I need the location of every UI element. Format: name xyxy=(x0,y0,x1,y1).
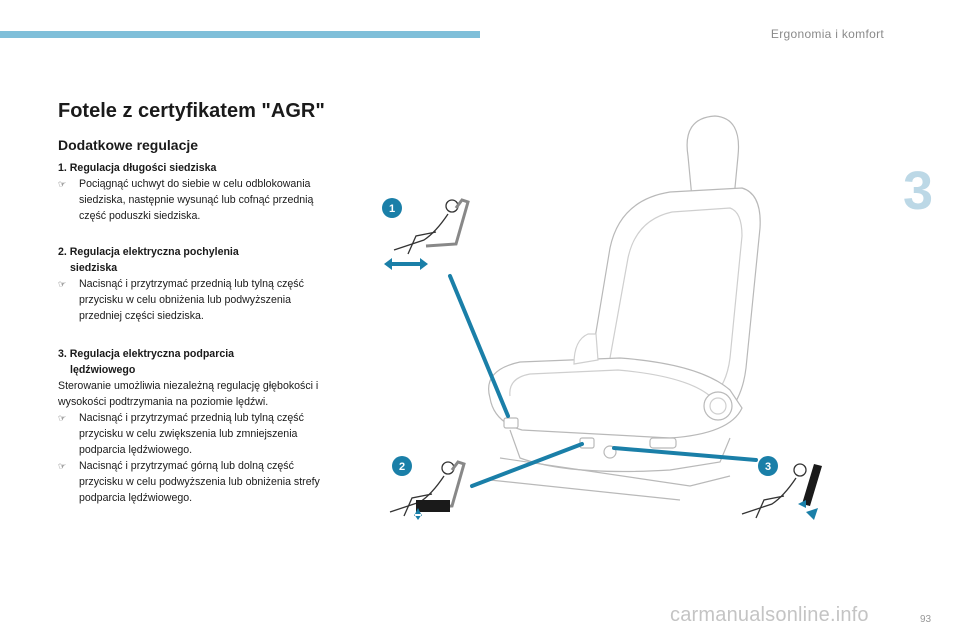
header-accent-bar xyxy=(0,31,480,38)
svg-text:3: 3 xyxy=(765,461,771,473)
watermark: carmanualsonline.info xyxy=(670,604,869,626)
item-title: 2. Regulacja elektryczna pochylenia sied… xyxy=(58,246,239,274)
bullet-point: ☞ Nacisnąć i przytrzymać górną lub dolną… xyxy=(58,460,320,504)
section-subtitle: Dodatkowe regulacje xyxy=(58,137,199,153)
instruction-item-lumbar-support: 3. Regulacja elektryczna podparcia lędźw… xyxy=(58,346,328,506)
bullet-point: ☞ Nacisnąć i przytrzymać przednią lub ty… xyxy=(58,412,304,456)
section-name: Ergonomia i komfort xyxy=(770,27,884,41)
car-seat-adjustment-illustration: 1 2 3 xyxy=(382,115,822,520)
instruction-item-seat-length: 1. Regulacja długości siedziska ☞ Pociąg… xyxy=(58,160,328,224)
pointing-hand-icon: ☞ xyxy=(58,461,67,471)
instructions: 1. Regulacja długości siedziska ☞ Pociąg… xyxy=(58,160,328,506)
item-intro: Sterowanie umożliwia niezależną regulacj… xyxy=(58,380,319,408)
pointing-hand-icon: ☞ xyxy=(58,413,67,423)
item-title: 3. Regulacja elektryczna podparcia lędźw… xyxy=(58,348,235,376)
bullet-point: ☞ Nacisnąć i przytrzymać przednią lub ty… xyxy=(58,278,304,322)
chapter-number: 3 xyxy=(903,161,934,221)
svg-text:1: 1 xyxy=(389,203,395,215)
svg-text:2: 2 xyxy=(399,461,405,473)
pointing-hand-icon: ☞ xyxy=(58,279,67,289)
instruction-item-seat-tilt: 2. Regulacja elektryczna pochylenia sied… xyxy=(58,244,328,324)
page-number: 93 xyxy=(920,614,932,625)
pointing-hand-icon: ☞ xyxy=(58,179,67,189)
page-title: Fotele z certyfikatem "AGR" xyxy=(58,100,325,122)
item-title: 1. Regulacja długości siedziska xyxy=(58,162,217,174)
bullet-point: ☞ Pociągnąć uchwyt do siebie w celu odbl… xyxy=(58,178,314,222)
